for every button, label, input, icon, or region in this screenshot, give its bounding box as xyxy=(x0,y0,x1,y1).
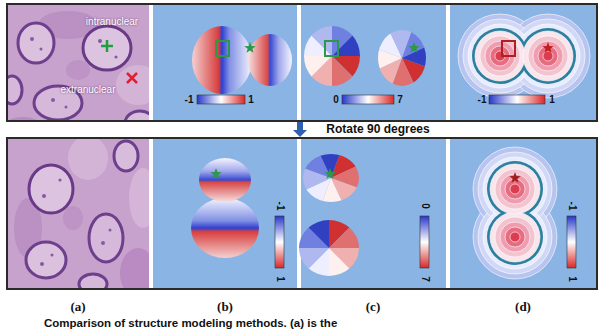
extranuclear-marker xyxy=(127,73,137,83)
colorbar-value: 1 xyxy=(248,94,254,105)
panel-label: (c) xyxy=(366,300,380,314)
colorbar-value: 1 xyxy=(275,276,286,282)
distance-map xyxy=(458,14,590,98)
colorbar-value: 0 xyxy=(420,203,431,209)
panel-label: (d) xyxy=(515,300,531,314)
colorbar-value: 1 xyxy=(549,94,555,105)
colorbar-value: 0 xyxy=(333,94,339,105)
panel-label: (b) xyxy=(217,300,233,314)
figure-caption: Comparison of structure modeling methods… xyxy=(44,317,337,330)
colorbar-value: -1 xyxy=(567,202,578,211)
focus-squares xyxy=(216,41,515,56)
use xyxy=(8,139,149,288)
use xyxy=(509,172,520,183)
panel-label: (a) xyxy=(70,300,85,314)
use xyxy=(210,168,221,179)
figure-frame: intranuclear extranuclear -1 1 0 7 -1 1 xyxy=(6,3,598,122)
rect xyxy=(450,139,596,288)
use xyxy=(408,42,419,53)
use xyxy=(8,5,149,120)
rect xyxy=(153,5,297,120)
rect xyxy=(275,216,284,268)
g xyxy=(473,147,557,279)
rect xyxy=(342,95,394,104)
region-label: extranuclear xyxy=(60,84,115,95)
g xyxy=(277,124,385,296)
colorbar-value: 7 xyxy=(397,94,403,105)
rect xyxy=(567,216,576,268)
edge-label: Rotate 90 degrees xyxy=(326,123,429,136)
sector-map-rotated xyxy=(277,124,385,296)
rect xyxy=(489,95,545,104)
rect xyxy=(216,41,229,56)
rect xyxy=(325,41,338,56)
panel-grounds xyxy=(153,5,596,288)
colorbar-value: 7 xyxy=(420,276,431,282)
direction-map-rotated xyxy=(191,158,259,258)
colorbar-value: -1 xyxy=(275,202,286,211)
rotate-arrow xyxy=(293,122,307,137)
histology-image xyxy=(8,5,149,120)
colorbar-value: -1 xyxy=(478,94,487,105)
colorbar-value: -1 xyxy=(185,94,194,105)
rect xyxy=(450,5,596,120)
rect xyxy=(197,95,245,104)
polygon xyxy=(293,130,307,137)
sector-map xyxy=(284,4,456,112)
histology-image-rotated xyxy=(8,139,149,288)
rect xyxy=(420,216,429,268)
region-label: intranuclear xyxy=(86,16,138,27)
rect xyxy=(297,122,303,130)
distance-map-rotated xyxy=(473,147,557,279)
g xyxy=(191,158,259,258)
rect xyxy=(502,41,515,56)
use xyxy=(324,168,335,179)
figure-frame: -1 1 0 7 -1 1 xyxy=(6,137,598,290)
use xyxy=(244,42,255,53)
colorbar-value: 1 xyxy=(567,276,578,282)
use xyxy=(542,42,553,53)
rect xyxy=(153,139,297,288)
direction-map xyxy=(192,26,292,94)
intranuclear-marker xyxy=(101,40,113,52)
reference-stars xyxy=(210,42,553,183)
